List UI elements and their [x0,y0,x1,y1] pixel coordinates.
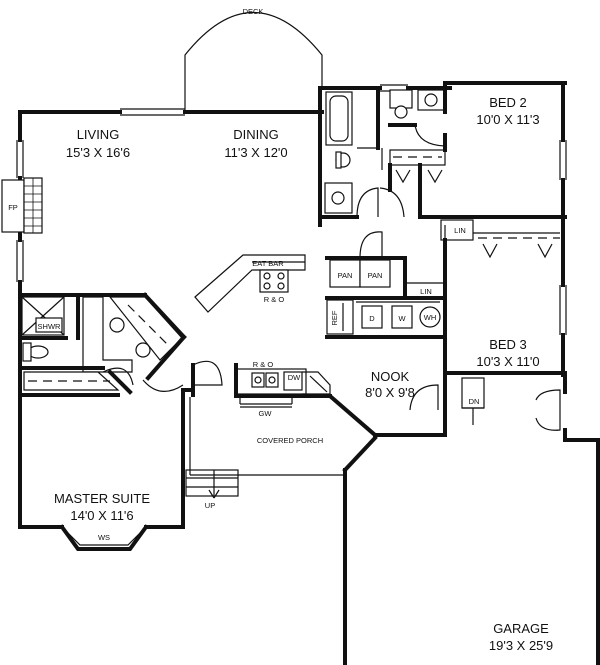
fireplace-label: FP [8,203,18,212]
garage-dims: 19'3 X 25'9 [489,638,553,653]
living-room-dims: 15'3 X 16'6 [66,145,130,160]
nook-porch: UP COVERED PORCH [181,363,447,510]
shower-label: SHWR [38,322,61,331]
bed3-name: BED 3 [489,337,527,352]
master-suite-dims: 14'0 X 11'6 [70,508,133,523]
hall-bath: LIN [318,81,567,375]
master-closet [18,366,133,397]
bed2-name: BED 2 [489,95,527,110]
eat-bar-label: EAT BAR [252,259,284,268]
room-labels: LIVING 15'3 X 16'6 DINING 11'3 X 12'0 BE… [54,95,553,653]
dining-room-dims: 11'3 X 12'0 [224,145,287,160]
garden-window-label: GW [259,409,273,418]
water-heater-label: WH [424,313,437,322]
bed2-dims: 10'0 X 11'3 [476,112,539,127]
covered-porch-label: COVERED PORCH [257,436,323,445]
master-suite-name: MASTER SUITE [54,491,150,506]
range-oven-label-1: R & O [264,295,285,304]
kitchen: EAT BAR R & O PAN PAN LIN REF D W WH R &… [192,254,447,418]
deck-label: DECK [243,7,264,16]
nook-dims: 8'0 X 9'8 [365,385,415,400]
down-label: DN [469,397,480,406]
dishwasher-label: DW [288,373,301,382]
range-oven-label-2: R & O [253,360,274,369]
washer-label: W [398,314,406,323]
fireplace: FP [1,177,43,234]
nook-name: NOOK [371,369,410,384]
dining-room-name: DINING [233,127,279,142]
garage: DN [342,371,600,665]
pantry-label-1: PAN [338,271,353,280]
living-room-name: LIVING [77,127,120,142]
window-seat-label: WS [98,533,110,542]
bed3-dims: 10'3 X 11'0 [476,354,539,369]
ref-label: REF [330,310,339,325]
garage-name: GARAGE [493,621,549,636]
linen-label-2: LIN [420,287,432,296]
pantry-label-2: PAN [368,271,383,280]
dryer-label: D [369,314,375,323]
up-label: UP [205,501,215,510]
deck: DECK [184,7,323,112]
linen-label-1: LIN [454,226,466,235]
